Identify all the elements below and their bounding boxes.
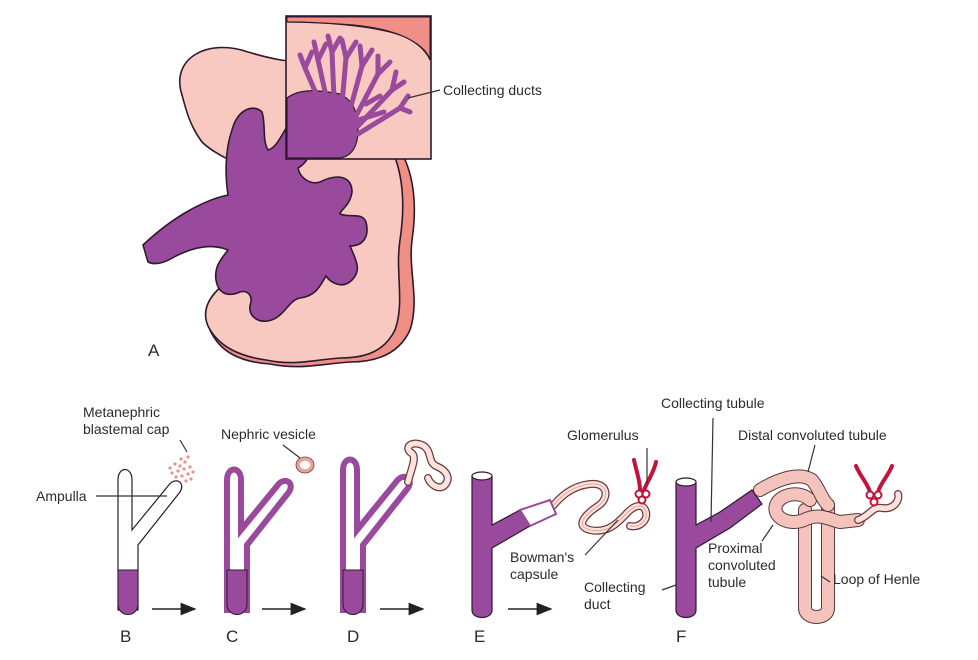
panel-b: Metanephric blastemal cap Ampulla B xyxy=(36,404,197,646)
proximal-label-line3: tubule xyxy=(708,574,746,590)
nephric-vesicle-label: Nephric vesicle xyxy=(221,426,316,442)
collecting-ducts-leader xyxy=(407,89,441,99)
metanephric-label-line2: blastemal cap xyxy=(83,421,170,437)
collecting-ducts-label: Collecting ducts xyxy=(443,82,542,98)
proximal-label-line2: convoluted xyxy=(708,557,776,573)
panel-d: D xyxy=(340,439,452,646)
ampulla-label: Ampulla xyxy=(36,488,87,504)
collecting-ducts-inset xyxy=(285,15,432,160)
panel-a-kidney: Collecting ducts A xyxy=(142,15,542,368)
panel-label-e: E xyxy=(474,627,485,646)
panel-label-c: C xyxy=(226,627,238,646)
bowmans-capsule-label-line2: capsule xyxy=(510,566,558,582)
panel-label-b: B xyxy=(120,627,131,646)
metanephric-blastemal-cap xyxy=(168,455,195,483)
glomerulus-label: Glomerulus xyxy=(567,427,639,443)
proximal-label-line1: Proximal xyxy=(708,540,762,556)
loop-of-henle-label: Loop of Henle xyxy=(833,571,920,587)
collecting-tubule-label: Collecting tubule xyxy=(661,395,765,411)
collecting-duct-label-line1: Collecting xyxy=(584,579,645,595)
metanephric-label-line1: Metanephric xyxy=(83,404,160,420)
distal-convoluted-tubule-label: Distal convoluted tubule xyxy=(738,427,887,443)
glomerulus-f xyxy=(854,464,894,507)
collecting-duct-label-line2: duct xyxy=(584,596,611,612)
panel-label-f: F xyxy=(676,627,686,646)
panel-f: Collecting tubule Distal convoluted tubu… xyxy=(584,395,920,646)
nephric-vesicle xyxy=(296,457,314,473)
glomerulus-e xyxy=(632,458,658,505)
panel-c: Nephric vesicle C xyxy=(221,426,316,646)
panel-label-a: A xyxy=(148,341,160,360)
panel-label-d: D xyxy=(347,627,359,646)
bowmans-capsule-label-line1: Bowman's xyxy=(510,549,574,565)
panel-e: Glomerulus Bowman's capsule E xyxy=(471,427,658,646)
renal-pelvis xyxy=(142,107,368,322)
